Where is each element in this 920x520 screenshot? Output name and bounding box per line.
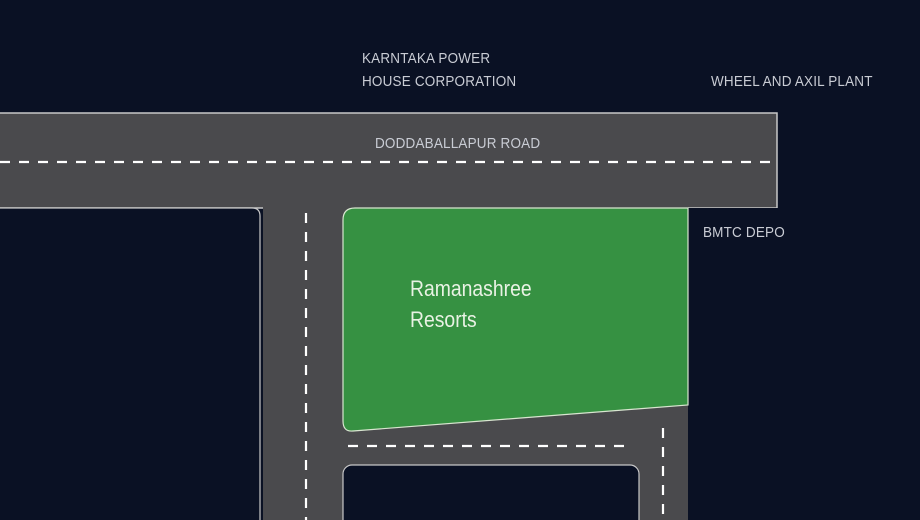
block-right [688, 208, 920, 520]
landmark-bmtc: BMTC DEPO [703, 224, 785, 241]
block-bottom [342, 464, 640, 520]
plot-label-line-2: Resorts [410, 307, 477, 332]
landmark-power-house: KARNTAKA POWER HOUSE CORPORATION [362, 47, 516, 93]
landmark-wheel-plant: WHEEL AND AXIL PLANT [711, 73, 873, 90]
plot-area [342, 207, 689, 432]
side-road-horizontal [263, 420, 688, 465]
road-label-doddaballapur: DODDABALLAPUR ROAD [375, 135, 541, 152]
plot-label: Ramanashree Resorts [410, 273, 532, 335]
landmark-power-house-line-1: KARNTAKA POWER [362, 50, 491, 67]
landmark-power-house-line-2: HOUSE CORPORATION [362, 73, 517, 90]
plot-label-line-1: Ramanashree [410, 276, 532, 301]
doddaballapur-road [0, 112, 778, 209]
block-left [0, 207, 261, 520]
